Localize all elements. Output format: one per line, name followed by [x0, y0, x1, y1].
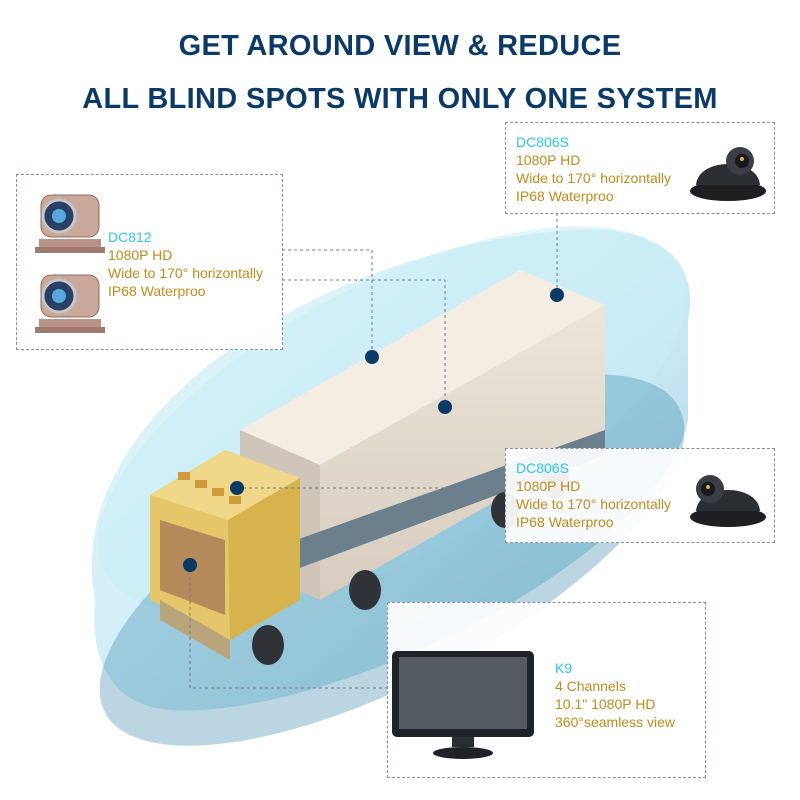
dc812-camera-icon	[35, 194, 105, 253]
k9-spec-channels: 4 Channels	[555, 678, 626, 694]
dc812-spec-angle: Wide to 170° horizontally	[108, 265, 264, 281]
marker-dot	[438, 400, 452, 414]
dc812-spec-resolution: 1080P HD	[108, 247, 173, 263]
dc806s-side-product-card: DC806S 1080P HD Wide to 170° horizontall…	[505, 448, 775, 543]
marker-dot	[550, 288, 564, 302]
dc806s-top-spec-resolution: 1080P HD	[516, 152, 581, 168]
k9-spec-view: 360°seamless view	[555, 714, 675, 730]
monitor-icon	[392, 651, 534, 759]
headline-line-1: GET AROUND VIEW & REDUCE	[178, 30, 622, 62]
dc812-product-card: DC812 1080P HD Wide to 170° horizontally…	[16, 174, 283, 350]
dc806s-side-spec-angle: Wide to 170° horizontally	[516, 496, 672, 512]
dc812-camera-icon	[35, 274, 105, 333]
k9-model: K9	[555, 660, 573, 676]
dc806s-top-product-card: DC806S 1080P HD Wide to 170° horizontall…	[505, 122, 775, 214]
wheel	[349, 570, 381, 610]
cargo-box-top	[240, 270, 605, 465]
dc806s-top-model: DC806S	[516, 134, 569, 150]
dc812-model: DC812	[108, 229, 152, 245]
dc806s-side-spec-waterproof: IP68 Waterproo	[516, 514, 614, 530]
dc806s-side-model: DC806S	[516, 460, 569, 476]
headline-line-2: ALL BLIND SPOTS WITH ONLY ONE SYSTEM	[82, 83, 718, 115]
k9-spec-screen: 10.1" 1080P HD	[555, 696, 656, 712]
dome-camera-icon	[690, 147, 766, 201]
dc806s-side-spec-resolution: 1080P HD	[516, 478, 581, 494]
connector-lines	[189, 213, 558, 689]
dc806s-top-spec-angle: Wide to 170° horizontally	[516, 170, 672, 186]
marker-dot	[365, 350, 379, 364]
dc806s-top-spec-waterproof: IP68 Waterproo	[516, 188, 614, 204]
wheel	[252, 625, 284, 665]
camera-markers	[183, 288, 564, 572]
marker-dot	[183, 558, 197, 572]
dome-camera-icon	[690, 475, 766, 527]
dc812-spec-waterproof: IP68 Waterproo	[108, 283, 206, 299]
marker-dot	[230, 481, 244, 495]
k9-product-card: K9 4 Channels 10.1" 1080P HD 360°seamles…	[387, 602, 706, 778]
